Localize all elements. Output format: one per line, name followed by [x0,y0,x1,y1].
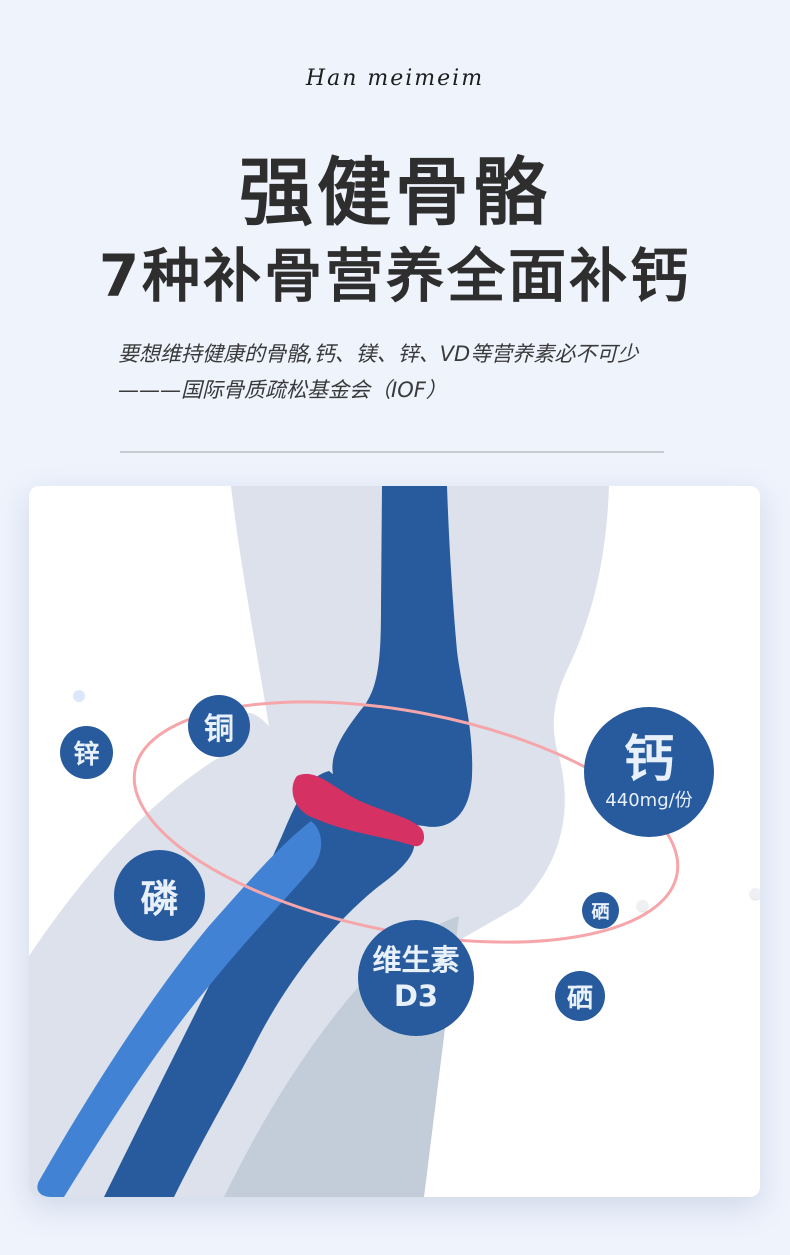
illustration-card: 锌 铜 磷 钙 440mg/份 硒 维生素 D3 硒 [29,486,760,1197]
knee-joint-illustration [29,486,680,1197]
cartilage-shape [292,773,425,847]
quote-block: 要想维持健康的骨骼,钙、镁、锌、VD等营养素必不可少 ———国际骨质疏松基金会（… [118,336,638,408]
nutrient-bubble-selenium: 硒 [555,971,605,1021]
nutrient-label: 铜 [204,712,234,747]
nutrient-label: 钙 [624,730,674,788]
nutrient-label: 硒 [591,901,610,923]
nutrient-bubble-copper: 铜 [188,695,250,757]
signature: Han meimeim [305,66,485,91]
nutrient-label: 磷 [140,877,179,921]
page-title: 强健骨骼 [239,150,551,236]
decorative-dot [750,888,760,899]
divider [120,451,664,453]
nutrient-bubble-calcium: 钙 440mg/份 [584,707,714,837]
quote-source: ———国际骨质疏松基金会（IOF） [118,378,447,402]
nutrient-bubble-selenium-small: 硒 [582,892,619,929]
quote-text: 要想维持健康的骨骼,钙、镁、锌、VD等营养素必不可少 [118,342,639,366]
nutrient-label: 硒 [566,983,593,1014]
nutrient-bubble-vitamin-d3: 维生素 D3 [358,920,474,1036]
decorative-dot [73,690,85,702]
femur-bone [332,486,473,827]
nutrient-label-sub: D3 [393,979,439,1013]
decorative-dot [637,900,648,911]
nutrient-amount: 440mg/份 [605,790,693,811]
nutrient-label: 锌 [73,740,100,770]
fibula-bone [37,821,322,1197]
nutrient-bubble-phosphorus: 磷 [114,850,205,941]
page-subtitle: 7种补骨营养全面补钙 [98,242,692,310]
tibia-bone [104,771,415,1197]
nutrient-bubble-zinc: 锌 [60,726,113,779]
nutrient-label: 维生素 [372,943,460,977]
